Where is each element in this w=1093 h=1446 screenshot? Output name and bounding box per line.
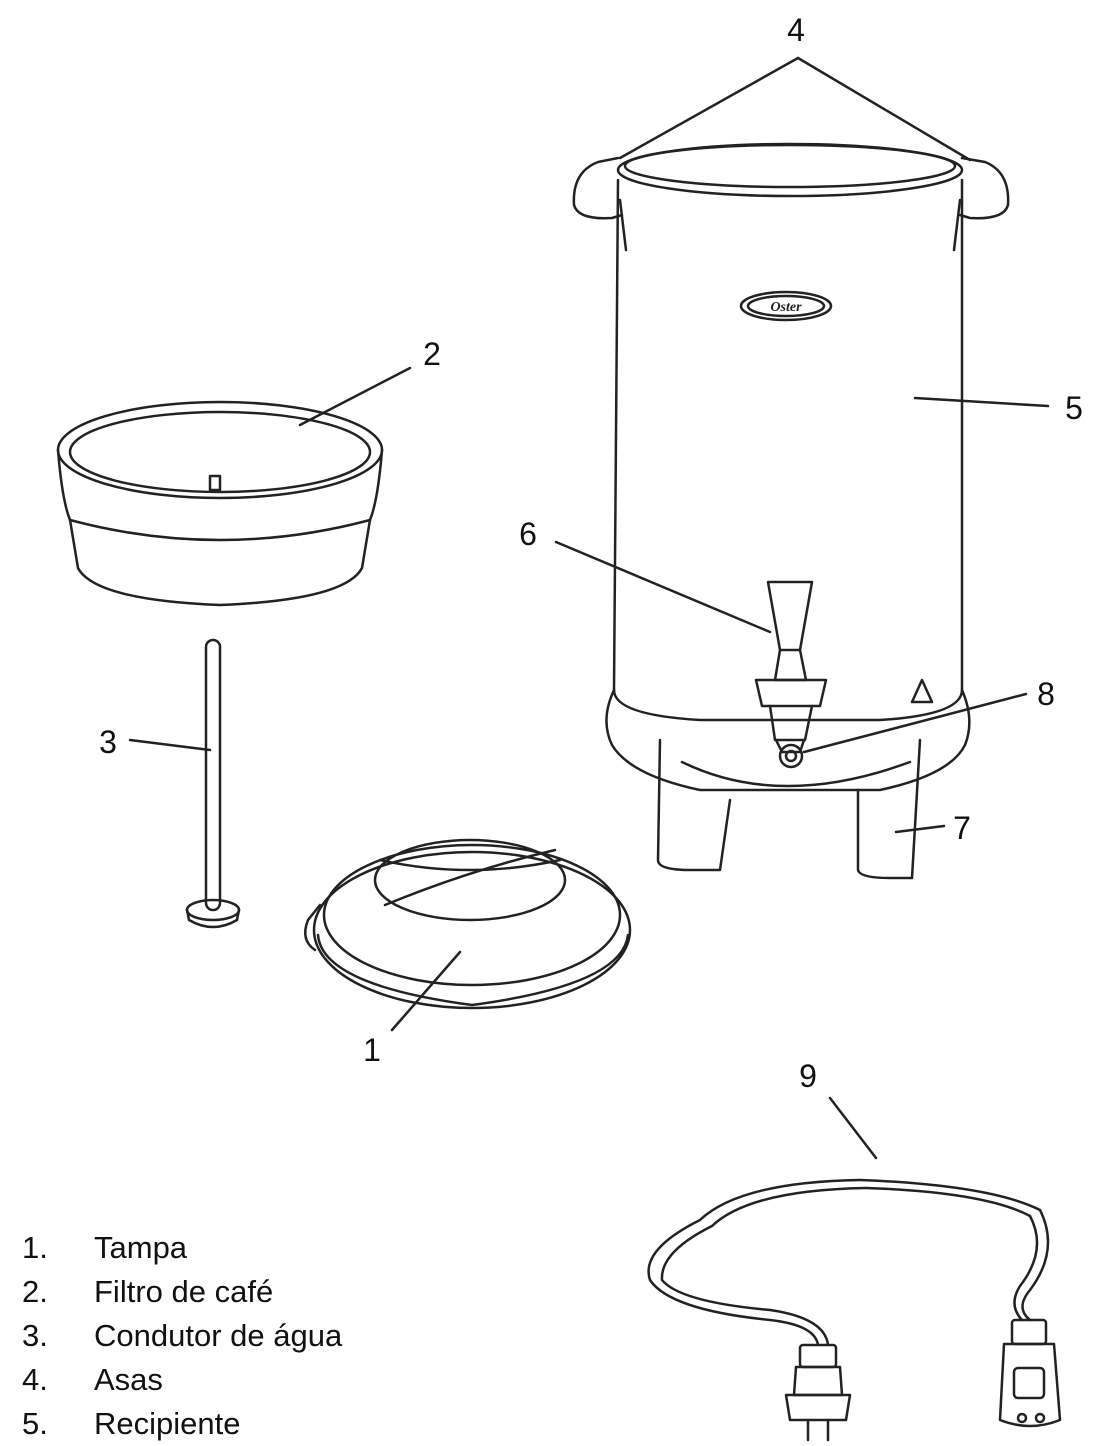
parts-list-item: 2. Filtro de café — [22, 1270, 342, 1314]
parts-list-item: 5. Recipiente — [22, 1402, 342, 1446]
callout-8: 8 — [1037, 676, 1055, 712]
parts-list: 1. Tampa 2. Filtro de café 3. Condutor d… — [22, 1226, 342, 1446]
parts-list-label: Asas — [94, 1362, 163, 1397]
urn-handles — [572, 156, 1010, 252]
leader-line-7 — [894, 824, 946, 834]
callout-1: 1 — [363, 1032, 381, 1068]
logo-text: Oster — [770, 300, 802, 315]
urn-body — [605, 142, 971, 880]
parts-list-number: 2. — [22, 1274, 48, 1309]
water-conductor-stem — [185, 638, 241, 929]
power-cord — [647, 1178, 1062, 1442]
lid — [303, 838, 632, 1010]
parts-list-item: 3. Condutor de água — [22, 1314, 342, 1358]
leader-line-1 — [390, 950, 462, 1032]
callout-7: 7 — [953, 810, 971, 846]
warning-triangle-icon — [910, 678, 934, 704]
parts-list-number: 5. — [22, 1406, 48, 1441]
callout-9: 9 — [799, 1058, 817, 1094]
leader-line-6 — [554, 540, 772, 634]
callout-6: 6 — [519, 516, 537, 552]
coffee-filter-basket — [56, 400, 384, 607]
leader-line-9 — [828, 1096, 878, 1160]
parts-list-number: 1. — [22, 1230, 48, 1265]
parts-list-item: 1. Tampa — [22, 1226, 342, 1270]
parts-list-number: 4. — [22, 1362, 48, 1397]
parts-list-label: Condutor de água — [94, 1318, 343, 1353]
leader-line-4a — [618, 56, 800, 160]
parts-list-label: Filtro de café — [94, 1274, 274, 1309]
callout-2: 2 — [423, 336, 441, 372]
indicator-light — [778, 743, 804, 769]
callout-4: 4 — [787, 12, 805, 48]
leader-line-3 — [128, 738, 212, 752]
callout-3: 3 — [99, 724, 117, 760]
parts-list-number: 3. — [22, 1318, 48, 1353]
leader-line-4b — [796, 56, 972, 162]
leader-lines — [128, 56, 1050, 1160]
parts-list-label: Recipiente — [94, 1406, 241, 1441]
faucet — [754, 580, 828, 754]
leader-line-2 — [298, 366, 412, 427]
parts-list-item: 4. Asas — [22, 1358, 342, 1402]
leader-line-8 — [802, 692, 1028, 754]
leader-line-5 — [913, 396, 1050, 408]
parts-list-label: Tampa — [94, 1230, 188, 1265]
brand-logo: Oster — [739, 290, 833, 322]
callout-5: 5 — [1065, 390, 1083, 426]
